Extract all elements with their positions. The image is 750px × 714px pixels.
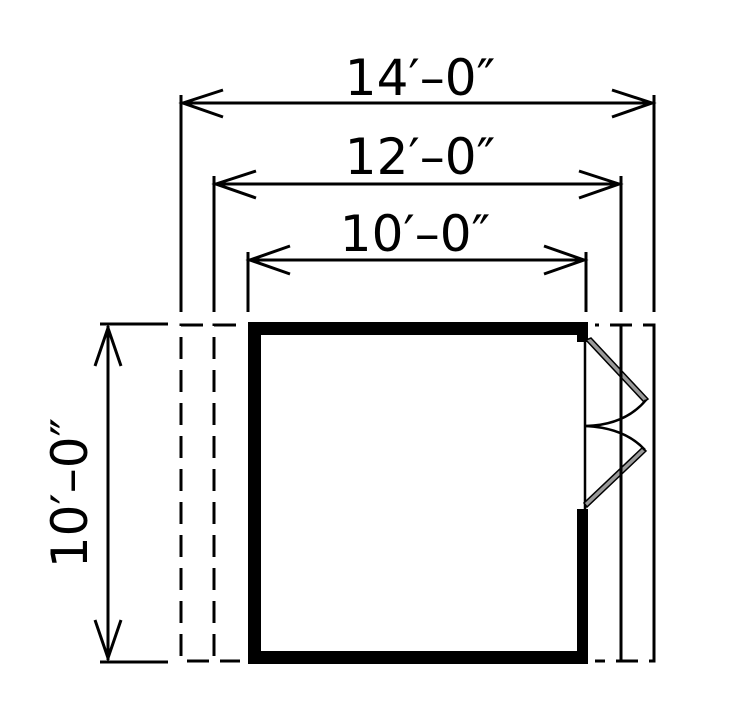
arrowhead-left-icon (211, 169, 257, 200)
dimension-label-10: 10′–0″ (340, 205, 490, 263)
dimension-label-14: 14′–0″ (345, 49, 495, 107)
dashed-right-lines (619, 325, 656, 661)
dimension-14ft: 14′–0″ (178, 49, 657, 312)
arrowhead-right-icon (578, 169, 624, 200)
dimension-label-12: 12′–0″ (345, 128, 495, 186)
dimension-label-depth: 10′–0″ (41, 418, 99, 568)
arrowhead-right-icon (543, 244, 589, 276)
dimension-10ft-depth: 10′–0″ (41, 322, 168, 664)
dimension-12ft: 12′–0″ (211, 128, 624, 312)
arrowhead-left-icon (178, 88, 224, 119)
wall-right-lower (577, 509, 588, 664)
arrowhead-right-icon (611, 88, 657, 119)
wall-bottom (248, 651, 588, 664)
building-walls (248, 322, 588, 664)
arrowhead-up-icon (93, 323, 123, 367)
building-mask (240, 318, 595, 670)
dimension-10ft-width: 10′–0″ (245, 205, 589, 312)
door-leaf-upper (584, 337, 650, 404)
wall-right-upper (577, 322, 588, 342)
arrowhead-down-icon (93, 619, 123, 663)
wall-top (248, 322, 588, 335)
arrowhead-left-icon (245, 244, 291, 276)
double-door-icon (582, 337, 650, 510)
wall-left (248, 322, 261, 664)
